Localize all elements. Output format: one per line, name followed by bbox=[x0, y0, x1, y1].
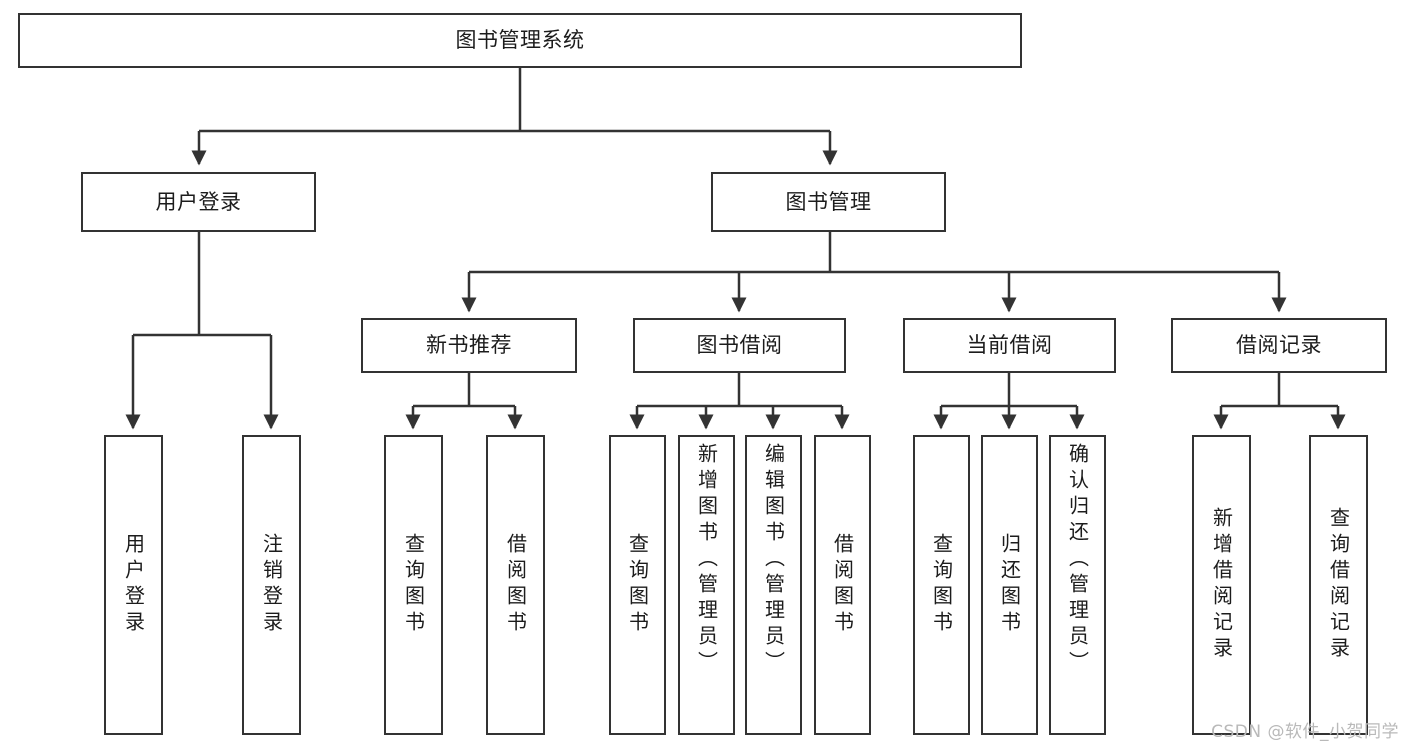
leaf-query-book-borrow[interactable]: 查询图书 bbox=[609, 435, 666, 735]
node-label: 确认归还（管理员） bbox=[1065, 443, 1090, 677]
leaf-user-login[interactable]: 用户登录 bbox=[104, 435, 163, 735]
node-root-system[interactable]: 图书管理系统 bbox=[18, 13, 1022, 68]
node-label: 借阅记录 bbox=[1236, 333, 1322, 358]
node-label: 借阅图书 bbox=[830, 533, 855, 637]
node-label: 图书借阅 bbox=[696, 333, 783, 358]
node-label: 归还图书 bbox=[997, 533, 1022, 637]
node-book-management[interactable]: 图书管理 bbox=[711, 172, 946, 232]
leaf-confirm-return-admin[interactable]: 确认归还（管理员） bbox=[1049, 435, 1106, 735]
node-label: 当前借阅 bbox=[966, 333, 1053, 358]
node-label: 查询图书 bbox=[929, 533, 954, 637]
node-label: 图书管理系统 bbox=[455, 28, 585, 53]
watermark-text: CSDN @软件_小贺同学 bbox=[1211, 722, 1399, 742]
node-book-borrow[interactable]: 图书借阅 bbox=[633, 318, 846, 373]
leaf-borrow-book-recommend[interactable]: 借阅图书 bbox=[486, 435, 545, 735]
node-label: 注销登录 bbox=[259, 533, 284, 637]
node-label: 编辑图书（管理员） bbox=[761, 443, 786, 677]
node-label: 查询图书 bbox=[625, 533, 650, 637]
node-label: 用户登录 bbox=[155, 189, 242, 214]
node-label: 新增图书（管理员） bbox=[694, 443, 719, 677]
leaf-query-borrow-record[interactable]: 查询借阅记录 bbox=[1309, 435, 1368, 735]
node-new-book-recommend[interactable]: 新书推荐 bbox=[361, 318, 577, 373]
leaf-user-logout[interactable]: 注销登录 bbox=[242, 435, 301, 735]
node-label: 借阅图书 bbox=[503, 533, 528, 637]
node-label: 图书管理 bbox=[785, 189, 872, 214]
node-user-login[interactable]: 用户登录 bbox=[81, 172, 316, 232]
node-label: 查询借阅记录 bbox=[1326, 507, 1351, 663]
node-current-borrow[interactable]: 当前借阅 bbox=[903, 318, 1116, 373]
node-label: 用户登录 bbox=[121, 533, 146, 637]
leaf-edit-book-admin[interactable]: 编辑图书（管理员） bbox=[745, 435, 802, 735]
leaf-return-book[interactable]: 归还图书 bbox=[981, 435, 1038, 735]
leaf-add-book-admin[interactable]: 新增图书（管理员） bbox=[678, 435, 735, 735]
leaf-query-book-current[interactable]: 查询图书 bbox=[913, 435, 970, 735]
leaf-borrow-book[interactable]: 借阅图书 bbox=[814, 435, 871, 735]
node-label: 新增借阅记录 bbox=[1209, 507, 1234, 663]
leaf-add-borrow-record[interactable]: 新增借阅记录 bbox=[1192, 435, 1251, 735]
node-borrow-record[interactable]: 借阅记录 bbox=[1171, 318, 1387, 373]
leaf-query-book-recommend[interactable]: 查询图书 bbox=[384, 435, 443, 735]
node-label: 查询图书 bbox=[401, 533, 426, 637]
node-label: 新书推荐 bbox=[426, 333, 512, 358]
